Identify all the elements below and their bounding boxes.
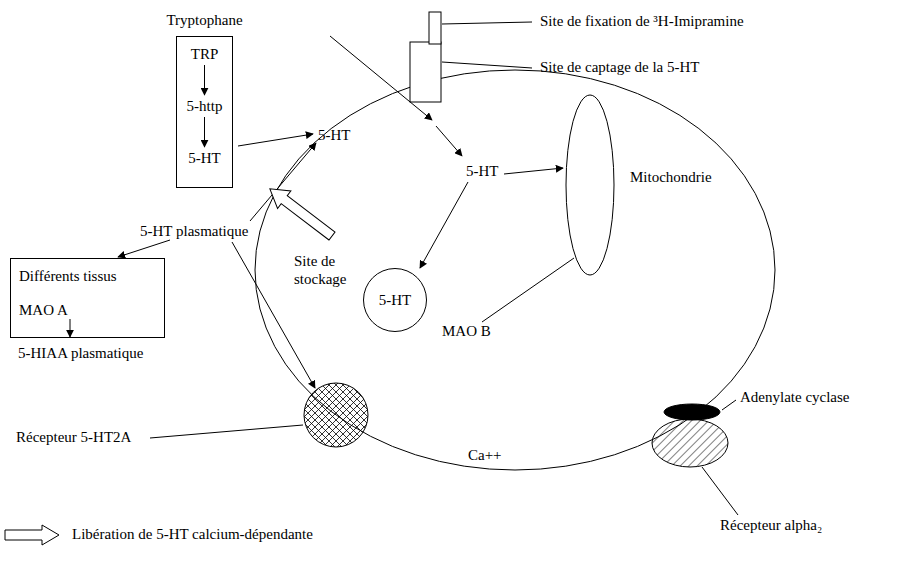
adenylate-cyclase (664, 404, 720, 420)
pathway-arrow (204, 65, 205, 95)
flow-arrow (436, 126, 462, 156)
platelet-membrane (255, 70, 775, 470)
leader-line (442, 22, 532, 24)
flow-arrow (250, 143, 316, 221)
site-label: Site de fixation de ³H-Imipramine (540, 12, 744, 30)
pathway-arrow (204, 117, 205, 147)
serotonin-label: 5-HT (318, 126, 351, 144)
legend-swatch (4, 523, 64, 547)
mitochondria (566, 95, 614, 275)
enzyme-label: MAO B (442, 322, 491, 340)
leader-line (442, 62, 532, 68)
flow-arrow (118, 240, 170, 257)
node-text: MAO A (19, 301, 156, 319)
flow-arrow (238, 134, 313, 146)
pathway-step: 5-http (187, 97, 223, 115)
plasma-label: 5-HT plasmatique (140, 222, 248, 240)
node-text: Différents tissus (19, 267, 156, 285)
pathway-step: TRP (191, 45, 219, 63)
leader-line (722, 400, 736, 410)
node-text: Tryptophane (166, 11, 242, 29)
legend-text: Libération de 5-HT calcium-dépendante (72, 525, 313, 543)
uptake-site (410, 42, 441, 102)
ion-label: Ca++ (468, 446, 502, 464)
precursor-box: TryptophaneTRP5-http5-HT (176, 36, 233, 188)
site-label: Site de stockage (294, 252, 366, 288)
enzyme-label: Adenylate cyclase (740, 388, 850, 406)
flow-arrow (70, 319, 71, 337)
receptor-label: Récepteur 5-HT2A (16, 428, 131, 446)
storage-vesicle: 5-HT (363, 268, 427, 332)
node-text: 5-http (187, 97, 223, 115)
node-text: 5-HT (379, 291, 412, 309)
node-text: 5-HT (188, 149, 221, 167)
release-arrow (263, 180, 338, 245)
leader-line (482, 258, 574, 322)
node-text: TRP (191, 45, 219, 63)
flow-arrow (504, 168, 563, 174)
receptor-alpha2 (652, 419, 728, 467)
tissue-box: Différents tissusMAO A (10, 258, 165, 338)
site-label: Site de captage de la 5-HT (540, 58, 700, 76)
receptor-label: Récepteur alpha₂ (720, 516, 822, 534)
imipramine-site (429, 12, 441, 44)
plasma-label: 5-HIAA plasmatique (18, 344, 143, 362)
flow-arrow (420, 182, 468, 268)
receptor-5ht2a (304, 383, 368, 447)
leader-line (150, 425, 303, 438)
organelle-label: Mitochondrie (630, 168, 712, 186)
serotonin-label: 5-HT (466, 162, 499, 180)
flow-arrow (330, 36, 432, 120)
leader-line (702, 467, 738, 515)
pathway-step: 5-HT (188, 149, 221, 167)
